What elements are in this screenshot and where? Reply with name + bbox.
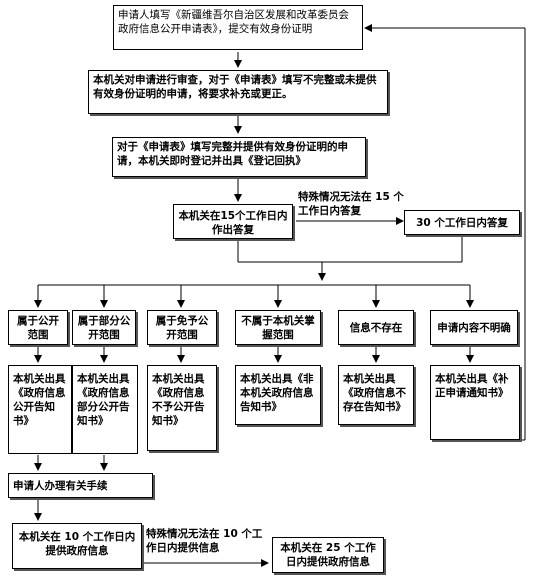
doc-not-exist-notice: 本机关出具《政府信息不存在告知书》: [338, 365, 414, 425]
node-reply-15-days: 本机关在15个工作日内作出答复: [173, 204, 293, 239]
category-not-held: 不属于本机关掌握范围: [235, 310, 321, 345]
category-exempt: 属于免予公开范围: [147, 310, 217, 345]
node-complete-procedures: 申请人办理有关手续: [8, 473, 153, 498]
node-review-request: 本机关对申请进行审查，对于《申请表》填写不完整或未提供有效身份证明的申请，将要求…: [88, 70, 388, 114]
category-partial-public: 属于部分公开范围: [72, 310, 136, 345]
label-special-10-days: 特殊情况无法在 10 个工作日内提供信息: [146, 528, 263, 554]
label-special-15-days: 特殊情况无法在 15 个工作日内答复: [298, 191, 404, 217]
doc-exempt-notice: 本机关出具《政府信息不予公开告知书》: [147, 365, 217, 451]
node-reply-30-days: 30 个工作日内答复: [404, 210, 520, 235]
doc-public-notice: 本机关出具《政府信息公开告知书》: [8, 365, 72, 454]
category-not-exist: 信息不存在: [338, 310, 414, 345]
node-application-form: 申请人填写《新疆维吾尔自治区发展和改革委员会政府信息公开申请表》，提交有效身份证…: [113, 5, 363, 50]
doc-not-held-notice: 本机关出具《非本机关政府信息告知书》: [235, 365, 321, 425]
node-provide-25-days: 本机关在 25 个工作日内提供政府信息: [272, 537, 384, 573]
doc-correction-notice: 本机关出具《补正申请通知书》: [430, 365, 520, 440]
doc-partial-notice: 本机关出具《政府信息部分公开告知书》: [72, 365, 138, 454]
node-register-receipt: 对于《申请表》填写完整并提供有效身份证明的申请，本机关即时登记并出具《登记回执》: [112, 137, 366, 177]
category-unclear: 申请内容不明确: [430, 310, 518, 345]
node-provide-10-days: 本机关在 10 个工作日内提供政府信息: [12, 523, 142, 569]
category-public: 属于公开范围: [8, 310, 68, 345]
